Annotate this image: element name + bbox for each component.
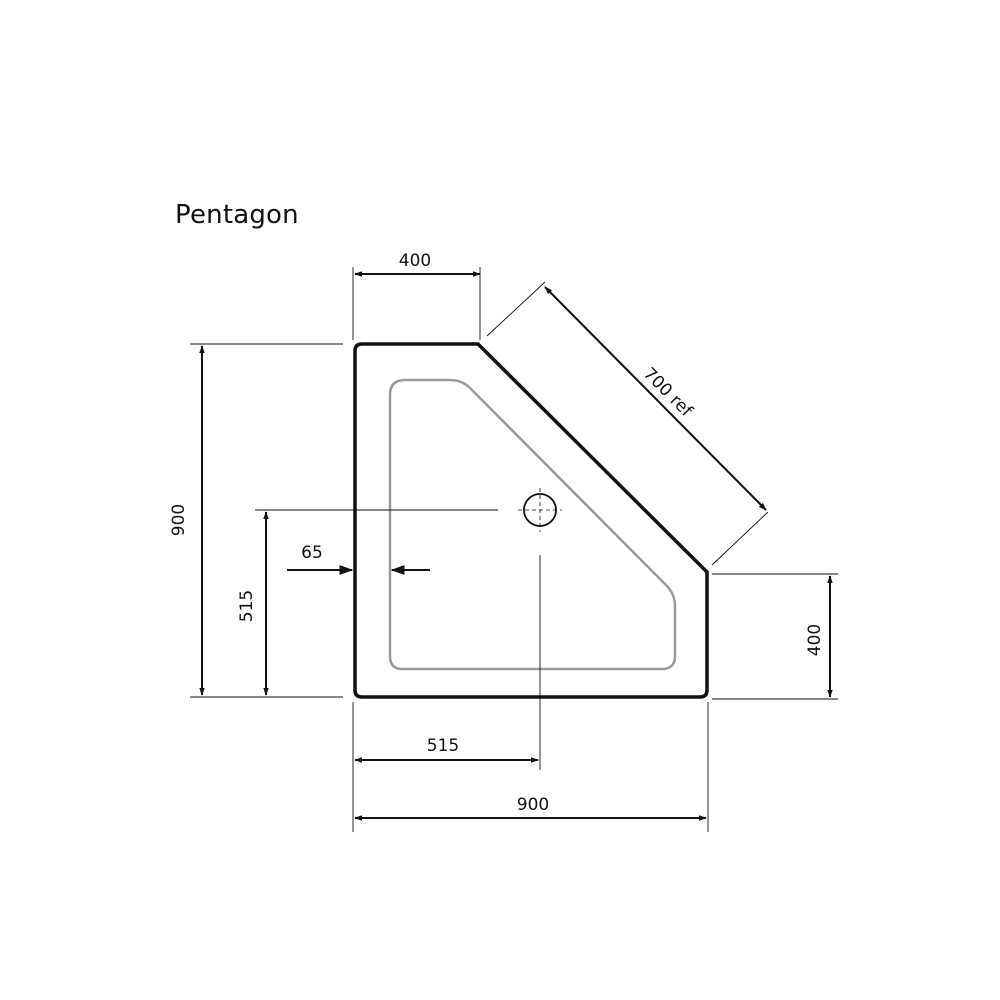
extension-lines xyxy=(190,267,838,832)
label-waste-height: 515 xyxy=(237,590,257,622)
waste-outlet-icon xyxy=(518,488,562,532)
label-diagonal: 700 ref xyxy=(639,364,697,422)
drawing-title: Pentagon xyxy=(175,200,299,230)
label-waste-width: 515 xyxy=(427,736,459,756)
label-inset: 65 xyxy=(301,543,323,563)
label-right-height: 400 xyxy=(805,624,825,656)
dim-line-diagonal xyxy=(544,286,767,511)
tray-outline xyxy=(353,342,709,699)
label-overall-height: 900 xyxy=(169,504,189,536)
basin-inner-outline xyxy=(388,378,677,671)
label-top-width: 400 xyxy=(399,251,431,271)
label-overall-width: 900 xyxy=(517,795,549,815)
